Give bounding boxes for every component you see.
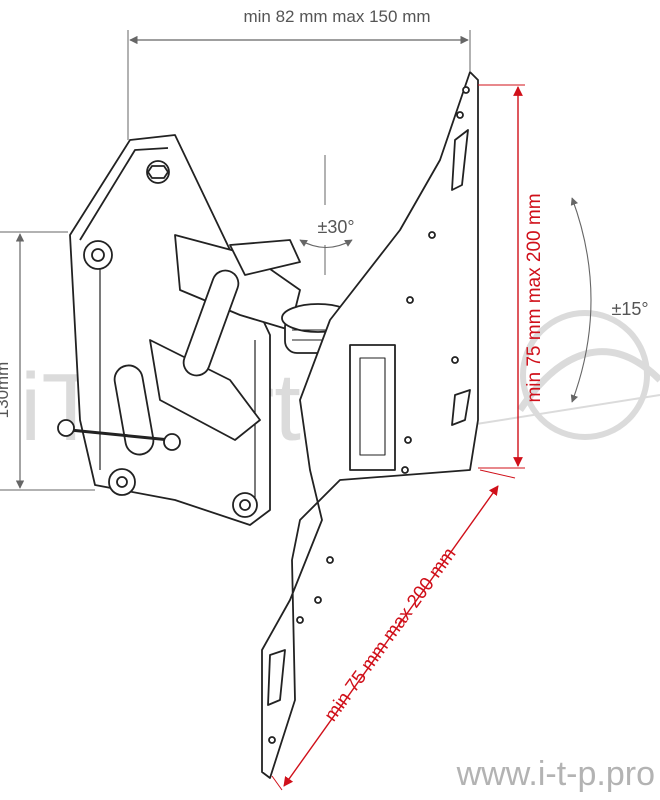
- swivel-arm: [113, 234, 301, 456]
- tilt-angle-label: ±15°: [611, 299, 648, 319]
- dimension-vertical-spacing-label: min 75 mm max 200 mm: [524, 193, 545, 402]
- vesa-plate: [261, 71, 479, 779]
- wall-mount-drawing: [57, 71, 479, 779]
- watermark-logo-icon: [469, 310, 660, 440]
- dimension-top-width-label: min 82 mm max 150 mm: [243, 7, 430, 26]
- watermark-url: www.i-t-p.pro: [456, 755, 655, 793]
- dimension-left-height: 130mm: [0, 231, 95, 491]
- swivel-angle-label: ±30°: [317, 217, 354, 237]
- dimension-horizontal-spacing-label: min 75 mm max 200 mm: [321, 544, 461, 725]
- tilt-angle-indicator: ±15°: [570, 197, 649, 403]
- dimension-top-width: min 82 mm max 150 mm: [127, 7, 471, 140]
- dimension-vertical-spacing: min 75 mm max 200 mm: [478, 84, 545, 469]
- swivel-angle-indicator: ±30°: [299, 155, 355, 275]
- locking-bolt: [57, 419, 181, 451]
- wall-plate: [69, 134, 271, 526]
- dimension-left-height-label: 130mm: [0, 362, 12, 419]
